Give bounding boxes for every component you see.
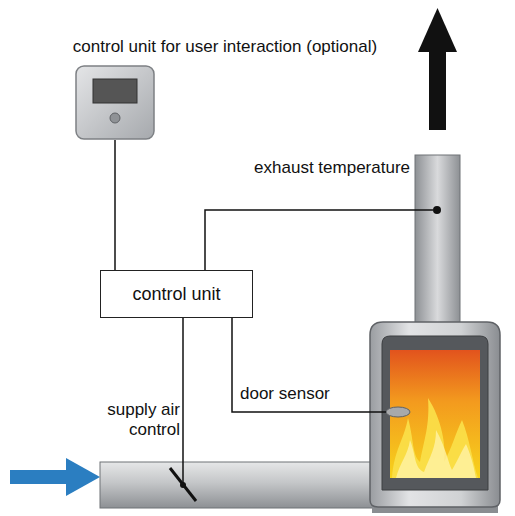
part-label: exhaust temperature (230, 158, 410, 178)
device-heading: control unit for user interaction (optio… (60, 37, 390, 57)
connector-wire (115, 140, 116, 270)
part-label: door sensor (240, 384, 370, 404)
box-label: control unit (132, 284, 220, 305)
user-control-device: control unit for user interaction (optio… (75, 65, 155, 140)
control-box: control unit (100, 270, 253, 318)
part-label: supply air control (62, 400, 180, 439)
device-outline (75, 65, 155, 140)
